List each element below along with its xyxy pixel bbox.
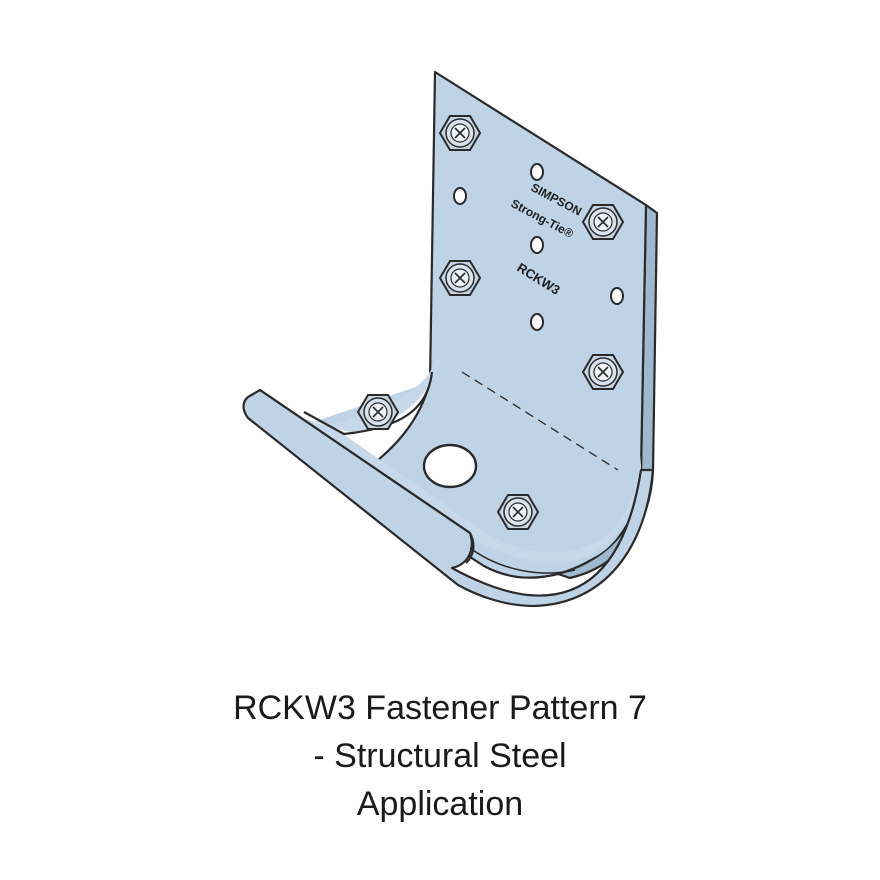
caption-line-2: - Structural Steel: [313, 737, 567, 775]
hex-screw-icon: [497, 494, 539, 530]
hex-screw-icon: [582, 354, 624, 390]
caption-line-1: RCKW3 Fastener Pattern 7: [233, 689, 647, 727]
bracket-seat-face: [302, 382, 641, 566]
hex-screw-icon: [357, 394, 399, 430]
bracket-illustration: SIMPSON Strong-Tie® RCKW3: [242, 70, 659, 608]
hole: [530, 236, 544, 254]
caption-line-3: Application: [356, 785, 524, 823]
hex-screw-icon: [439, 260, 481, 296]
back-leg-holes: [453, 163, 624, 331]
hex-screw-icon: [582, 204, 624, 240]
hex-screw-icon: [439, 115, 481, 151]
figure-caption: RCKW3 Fastener Pattern 7 - Structural St…: [0, 684, 880, 828]
hole: [453, 187, 467, 205]
bracket-front-lip: [242, 388, 655, 608]
bracket-seat-outline: [303, 371, 434, 436]
anchor-hole: [422, 443, 478, 489]
hole: [530, 313, 544, 331]
bend-line: [461, 371, 619, 471]
hole: [610, 287, 624, 305]
hole: [530, 163, 544, 181]
